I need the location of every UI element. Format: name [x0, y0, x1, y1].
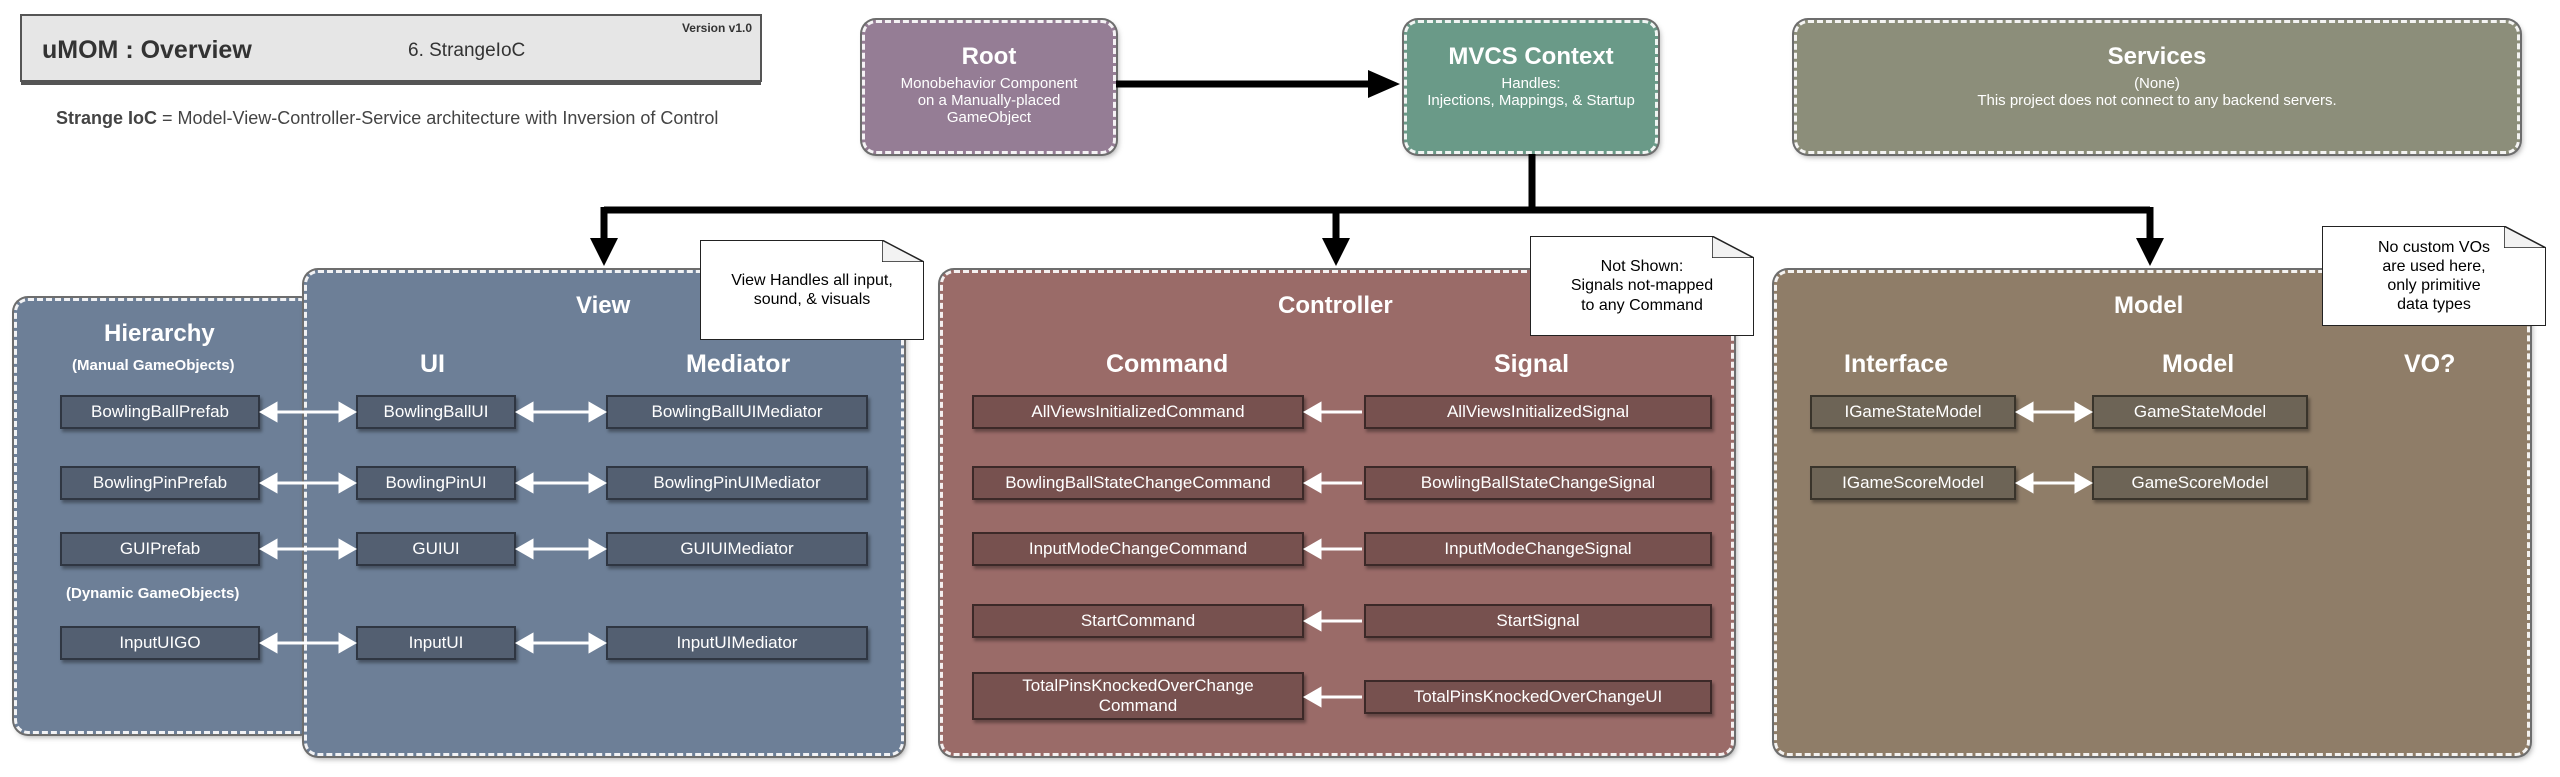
hierarchy-title: Hierarchy: [104, 320, 215, 347]
context-box: MVCS Context Handles: Injections, Mappin…: [1404, 20, 1658, 154]
root-line1: Monobehavior Component: [900, 75, 1078, 92]
hierarchy-item: BowlingPinPrefab: [60, 466, 260, 500]
view-ui-item: BowlingPinUI: [356, 466, 516, 500]
model-note-line3: only primitive: [2387, 277, 2481, 294]
view-note-line2: sound, & visuals: [753, 291, 871, 308]
hierarchy-item: GUIPrefab: [60, 532, 260, 566]
controller-command-item: TotalPinsKnockedOverChange Command: [972, 672, 1304, 720]
controller-signal-item: TotalPinsKnockedOverChangeUI: [1364, 680, 1712, 714]
arrow-to-controller: [1322, 238, 1350, 266]
view-mediator-item: InputUIMediator: [606, 626, 868, 660]
context-title: MVCS Context: [1448, 43, 1614, 70]
hierarchy-item: InputUIGO: [60, 626, 260, 660]
model-note-line1: No custom VOs: [2377, 238, 2491, 256]
model-interface-item: IGameScoreModel: [1810, 466, 2016, 500]
controller-signal-item: InputModeChangeSignal: [1364, 532, 1712, 566]
controller-command-item: BowlingBallStateChangeCommand: [972, 466, 1304, 500]
section-label: 6. StrangeIoC: [408, 40, 526, 61]
services-line1: (None): [2134, 75, 2180, 92]
controller-command-line2: Command: [1098, 696, 1178, 715]
controller-title: Controller: [1278, 292, 1393, 319]
controller-command-item: StartCommand: [972, 604, 1304, 638]
controller-note-line1: Not Shown:: [1600, 258, 1684, 276]
view-ui-item: BowlingBallUI: [356, 395, 516, 429]
controller-command-line1: TotalPinsKnockedOverChange: [1022, 676, 1254, 696]
controller-signal-item: BowlingBallStateChangeSignal: [1364, 466, 1712, 500]
hierarchy-item: BowlingBallPrefab: [60, 395, 260, 429]
tagline-bold: Strange IoC: [56, 108, 158, 128]
view-ui-header: UI: [420, 350, 445, 378]
arrow-to-model: [2136, 238, 2164, 266]
context-line2: Injections, Mappings, & Startup: [1427, 92, 1635, 109]
services-line2: This project does not connect to any bac…: [1977, 92, 2337, 109]
model-model-header: Model: [2162, 350, 2235, 378]
version-label: Version v1.0: [681, 21, 752, 35]
model-note-line2: are used here,: [2382, 257, 2486, 275]
view-mediator-item: BowlingPinUIMediator: [606, 466, 868, 500]
controller-command-item: InputModeChangeCommand: [972, 532, 1304, 566]
controller-command-item: AllViewsInitializedCommand: [972, 395, 1304, 429]
page-title: uMOM : Overview: [42, 36, 252, 64]
controller-signal-item: AllViewsInitializedSignal: [1364, 395, 1712, 429]
view-mediator-item: BowlingBallUIMediator: [606, 395, 868, 429]
view-title: View: [576, 292, 631, 319]
double-arrows-ui-mediator: [514, 401, 608, 654]
tagline-text: = Model-View-Controller-Service architec…: [157, 108, 719, 128]
header-panel: uMOM : Overview 6. StrangeIoC Version v1…: [20, 14, 762, 82]
controller-signal-header: Signal: [1494, 350, 1570, 378]
controller-note-fold: [1712, 236, 1754, 258]
controller-note-line2: Signals not-mapped: [1570, 277, 1714, 295]
hierarchy-manual-label: (Manual GameObjects): [72, 357, 235, 374]
root-title: Root: [961, 43, 1017, 70]
arrow-context-tree: [600, 154, 2154, 240]
arrows-signal-to-command: [1302, 401, 1362, 708]
root-line3: GameObject: [946, 109, 1032, 126]
model-interface-item: IGameStateModel: [1810, 395, 2016, 429]
context-line1: Handles:: [1501, 75, 1561, 92]
model-interface-header: Interface: [1844, 350, 1949, 378]
view-note-fold: [882, 240, 924, 262]
model-title: Model: [2114, 292, 2184, 319]
hierarchy-dynamic-label: (Dynamic GameObjects): [66, 585, 240, 602]
tagline: Strange IoC = Model-View-Controller-Serv…: [56, 108, 718, 129]
model-box: [1774, 270, 2530, 756]
double-arrows-hierarchy-ui: [258, 401, 358, 654]
view-box: [304, 270, 904, 756]
view-ui-item: InputUI: [356, 626, 516, 660]
arrow-to-view: [590, 238, 618, 266]
model-model-item: GameScoreModel: [2092, 466, 2308, 500]
view-mediator-header: Mediator: [686, 350, 791, 378]
services-box: Services (None) This project does not co…: [1794, 20, 2520, 154]
view-note-line1: View Handles all input,: [731, 271, 893, 289]
root-line2: on a Manually-placed: [917, 92, 1061, 109]
double-arrows-interface-model: [2014, 401, 2094, 494]
services-title: Services: [2107, 43, 2207, 70]
controller-note-line3: to any Command: [1581, 296, 1703, 314]
view-mediator-item: GUIUIMediator: [606, 532, 868, 566]
model-note-fold: [2504, 226, 2546, 248]
model-vo-header: VO?: [2404, 350, 2456, 378]
controller-command-header: Command: [1106, 350, 1229, 378]
controller-signal-item: StartSignal: [1364, 604, 1712, 638]
root-box: Root Monobehavior Component on a Manuall…: [862, 20, 1116, 154]
model-note-line4: data types: [2397, 296, 2471, 314]
arrow-root-to-context: [1116, 70, 1400, 98]
hierarchy-box: [14, 298, 314, 734]
